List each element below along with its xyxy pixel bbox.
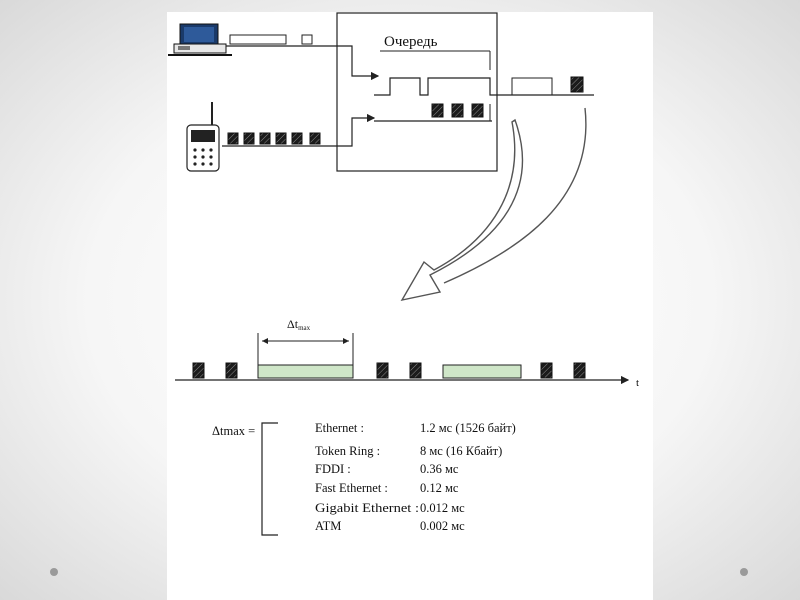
queued-cell [471,103,484,118]
delta-label: Δtmax [287,317,311,332]
table-network-ethernet: Ethernet : [315,421,364,435]
table-value-fddi: 0.36 мс [420,462,459,476]
output-cell [570,76,584,93]
queued-cell [431,103,444,118]
table-network-gigabit-ethernet: Gigabit Ethernet : [315,501,419,515]
timeline-cell [192,362,205,379]
timeline-cell [409,362,422,379]
cell-phone-icon [186,102,220,172]
table-value-ethernet: 1.2 мс (1526 байт) [420,421,516,435]
cell-packet [309,132,321,145]
delay-table: Δtmax = Ethernet : 1.2 мс (1526 байт) To… [212,421,516,536]
timeline-cell [573,362,586,379]
table-value-token-ring: 8 мс (16 Кбайт) [420,444,502,458]
time-axis-label: t [636,377,639,389]
curved-arrow [400,107,587,302]
timeline: t Δtmax [175,317,639,389]
computer-stream [226,34,380,81]
computer-icon [168,23,232,56]
long-frame [257,364,354,379]
phone-cell-stream [222,113,376,147]
table-value-fast-ethernet: 0.12 мс [420,481,459,495]
cell-packet [243,132,255,145]
cell-packet [275,132,287,145]
cell-packet [291,132,303,145]
nav-dot-right[interactable] [740,568,748,576]
switch-box: Очередь [336,12,498,172]
table-network-fast-ethernet: Fast Ethernet : [315,481,388,495]
timeline-cell [540,362,553,379]
table-value-atm: 0.002 мс [420,519,465,533]
timeline-cell [376,362,389,379]
table-network-atm: ATM [315,519,341,533]
table-network-fddi: FDDI : [315,462,351,476]
nav-dot-left[interactable] [50,568,58,576]
cell-packet [227,132,239,145]
equation-lhs: Δtmax = [212,424,255,438]
queue-label: Очередь [384,34,438,50]
slide-image [167,12,653,600]
table-value-gigabit-ethernet: 0.012 мс [420,501,465,515]
output-stream [497,76,594,96]
long-frame [442,364,522,379]
timeline-cell [225,362,238,379]
cell-packet [259,132,271,145]
queued-cell [451,103,464,118]
table-network-token-ring: Token Ring : [315,444,380,458]
